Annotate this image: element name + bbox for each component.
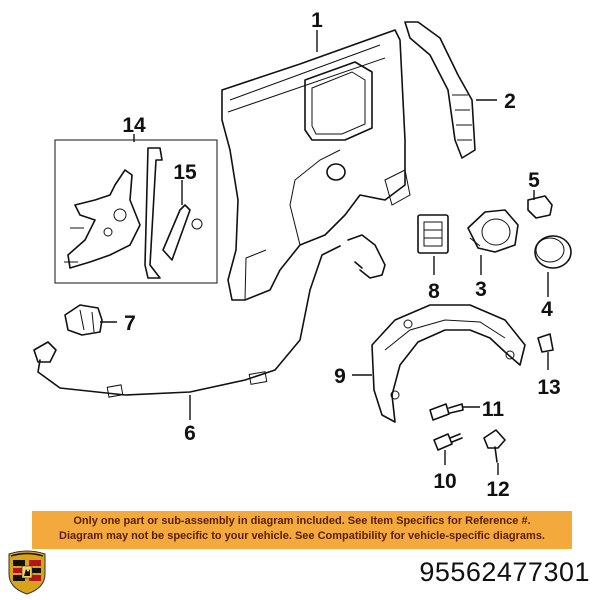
filler-door-part	[467, 209, 519, 253]
hinge-assembly-box	[54, 139, 218, 284]
callout-6: 6	[184, 422, 196, 445]
clip-13-part	[537, 333, 554, 353]
parts-diagram: 1 2 14 15 5 8 3 4 7 9 13 11 6 10 12	[33, 9, 572, 501]
disclaimer-line-2: Diagram may not be specific to your vehi…	[59, 530, 545, 542]
callout-12: 12	[486, 478, 509, 501]
callout-14: 14	[122, 114, 146, 137]
pillar-trim-part	[404, 21, 476, 159]
callout-7: 7	[124, 312, 136, 335]
bolt-10-part	[433, 433, 463, 451]
release-cable-part	[33, 234, 386, 398]
callout-11: 11	[482, 398, 505, 421]
callout-9: 9	[334, 365, 346, 388]
callout-1: 1	[311, 9, 323, 32]
callout-10: 10	[433, 470, 456, 493]
callout-5: 5	[528, 169, 540, 192]
callout-3: 3	[475, 278, 487, 301]
filler-housing-part	[417, 214, 449, 254]
callout-8: 8	[428, 280, 440, 303]
callout-13: 13	[537, 376, 560, 399]
callout-15: 15	[173, 161, 197, 184]
wheel-liner-part	[371, 304, 526, 423]
callout-2: 2	[504, 90, 516, 113]
disclaimer-line-1: Only one part or sub-assembly in diagram…	[73, 515, 531, 527]
release-handle-part	[64, 304, 103, 336]
leader-lines	[100, 30, 549, 475]
fuel-door-part	[534, 235, 572, 269]
part-number: 95562477301	[419, 557, 590, 587]
clip-part	[527, 195, 553, 219]
disclaimer-banner: Only one part or sub-assembly in diagram…	[32, 511, 572, 549]
bolt-12-part	[483, 429, 506, 463]
callout-4: 4	[541, 298, 553, 321]
porsche-crest-icon	[8, 550, 46, 595]
quarter-panel-part	[221, 29, 411, 301]
screw-11-part	[429, 403, 464, 421]
